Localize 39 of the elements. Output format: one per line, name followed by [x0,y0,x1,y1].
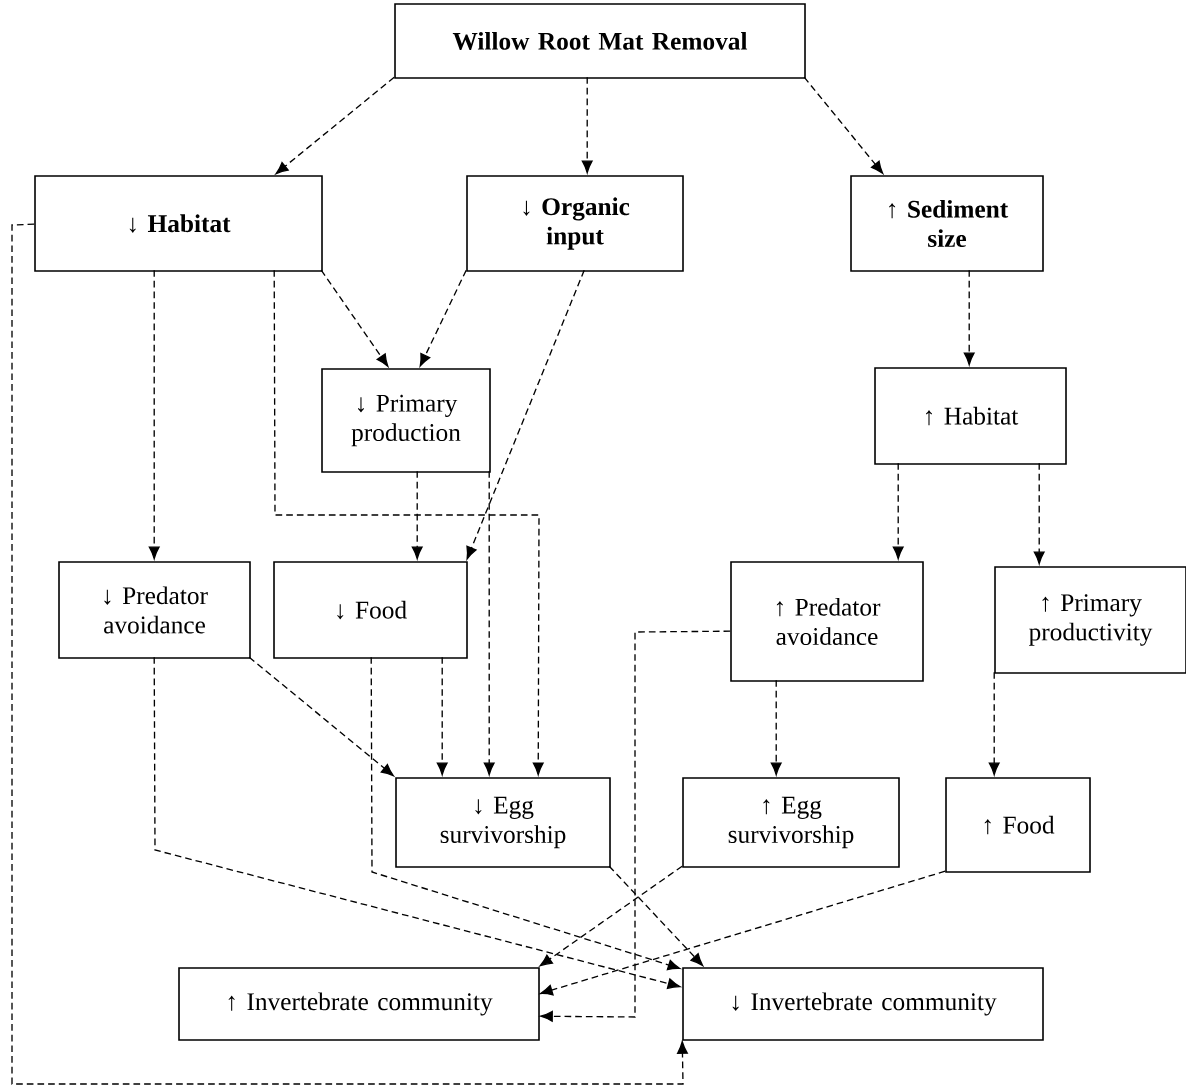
arrow [608,865,704,966]
arrow [483,470,495,776]
arrow [11,223,688,1085]
effect-box: ↑ Food [945,777,1091,873]
arrow [539,870,946,996]
arrow [148,269,160,560]
effect-box: ↓ Food [273,561,468,659]
effect-box: ↑ Egg survivorship [682,777,900,868]
arrow [419,269,467,367]
effect-box: ↑ Habitat [874,367,1067,465]
arrow [892,462,904,560]
arrow [275,76,395,175]
arrow [153,656,681,989]
effect-box: ↓ Primary production [321,368,491,473]
cause-box: ↑ Sediment size [850,175,1044,272]
cause-box: ↓ Organic input [466,175,684,272]
arrow [1033,462,1045,565]
effect-box: ↓ Predator avoidance [58,561,251,659]
arrow [320,269,389,367]
arrow [273,269,544,776]
arrow [803,76,884,174]
arrow [436,656,448,776]
arrow [770,679,782,776]
effect-box: ↑ Primary productivity [994,566,1186,674]
effect-box: ↑ Predator avoidance [730,561,924,682]
effect-box: ↓ Egg survivorship [395,777,611,868]
arrow [539,865,683,967]
arrow [540,630,731,1022]
cause-box: Willow Root Mat Removal [394,3,806,79]
cause-box: ↓ Habitat [34,175,323,272]
effect-box: ↑ Invertebrate community [178,967,540,1041]
arrow [963,269,975,366]
arrow [411,470,423,560]
arrow [248,656,394,777]
arrow [466,269,585,560]
arrow [581,76,593,174]
arrow [988,671,1000,776]
arrow [370,656,681,971]
effect-box: ↓ Invertebrate community [682,967,1044,1041]
